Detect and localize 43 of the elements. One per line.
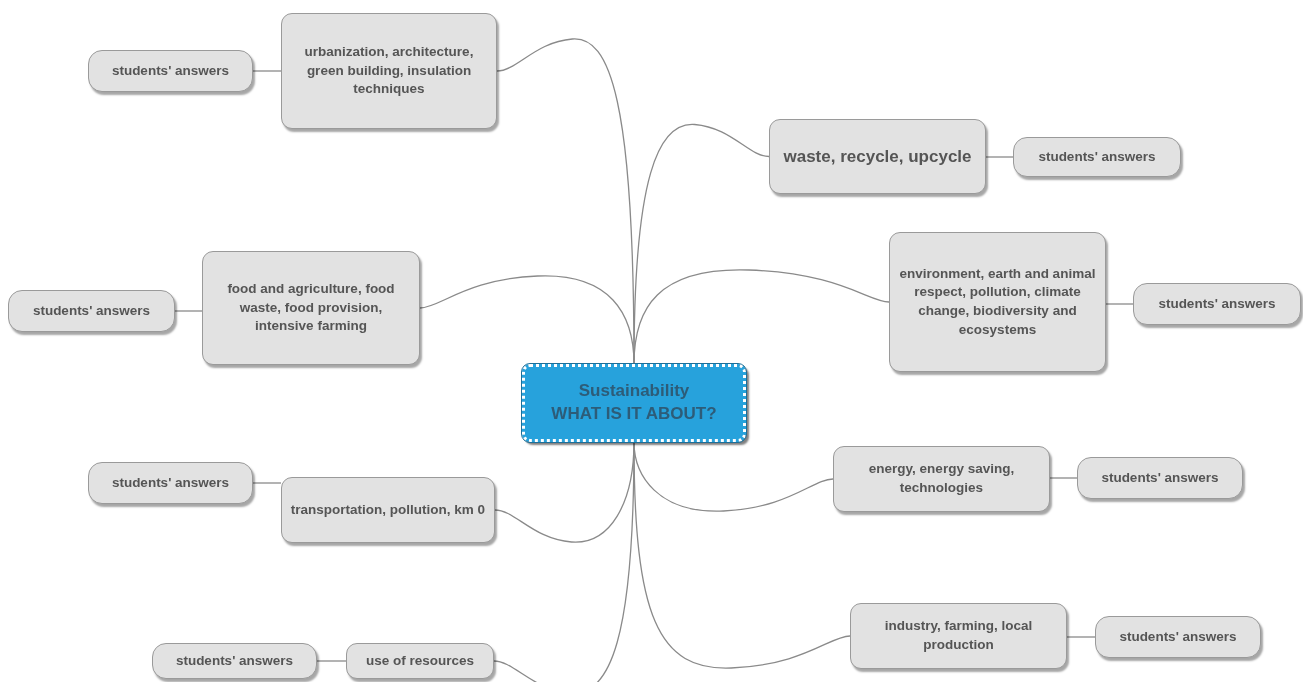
connector-line <box>316 660 347 662</box>
node-text: students' answers <box>32 301 151 320</box>
node-text: WHAT IS IT ABOUT? <box>551 403 717 425</box>
node-text: students' answers <box>1038 147 1156 166</box>
node-text: students' answers <box>111 473 230 492</box>
topic-box <box>833 446 1050 512</box>
answer-box <box>152 643 317 679</box>
node-text: waste, recycle, upcycle <box>783 145 972 168</box>
topic-box <box>850 603 1067 669</box>
connector-line <box>1066 636 1096 638</box>
topic-box <box>202 251 420 365</box>
node-text: transportation, pollution, km 0 <box>290 500 486 519</box>
answer-box <box>88 50 253 92</box>
node-text: students' answers <box>1101 468 1219 487</box>
connector-line <box>1105 303 1134 305</box>
answer-box <box>1133 283 1301 325</box>
answer-box <box>8 290 175 332</box>
answer-box <box>1077 457 1243 499</box>
answer-box <box>1013 137 1181 177</box>
node-text: food and agriculture, food waste, food provision, intensive farming <box>226 280 396 336</box>
answer-box <box>1095 616 1261 658</box>
connector-line <box>252 482 282 484</box>
topic-box <box>769 119 986 194</box>
node-text: use of resources <box>365 651 474 670</box>
topic-box <box>281 13 497 129</box>
node-text: students' answers <box>1119 627 1237 646</box>
node-text: urbanization, architecture, green building, insulation techniques <box>303 43 475 99</box>
topic-box <box>281 477 495 543</box>
node-text: students' answers <box>111 61 230 80</box>
connector-line <box>1049 477 1078 479</box>
connector-line <box>252 70 282 72</box>
central-topic-box <box>522 364 746 442</box>
node-text: environment, earth and animal respect, pollution, climate change, biodiversity and ecosystems <box>898 264 1097 339</box>
connector-line <box>985 156 1014 158</box>
node-text: industry, farming, local production <box>883 617 1034 654</box>
answer-box <box>88 462 253 504</box>
node-text: students' answers <box>175 651 294 670</box>
node-text: energy, energy saving, technologies <box>867 460 1016 497</box>
node-text: students' answers <box>1158 294 1276 313</box>
topic-box <box>889 232 1106 372</box>
topic-box <box>346 643 494 679</box>
connector-line <box>174 310 203 312</box>
node-text: Sustainability <box>578 380 690 403</box>
